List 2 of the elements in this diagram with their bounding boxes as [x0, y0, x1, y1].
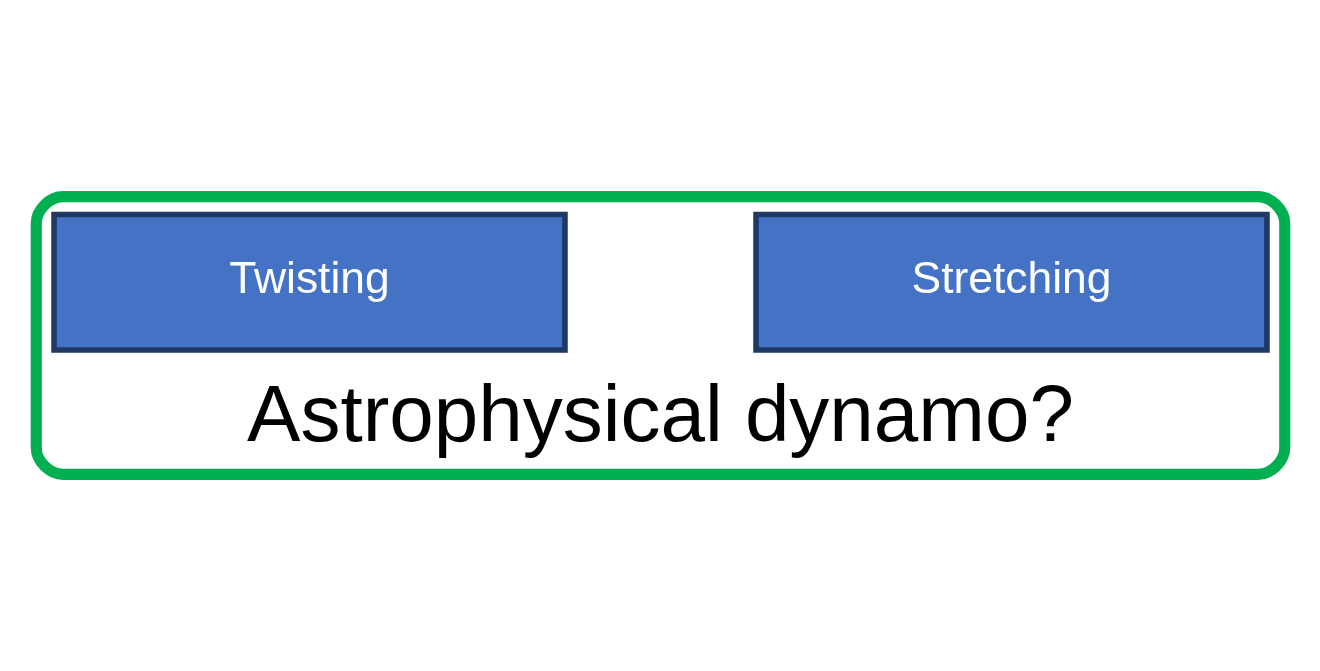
node-box: Twisting — [50, 211, 568, 353]
node-box: Stretching — [752, 211, 1270, 353]
